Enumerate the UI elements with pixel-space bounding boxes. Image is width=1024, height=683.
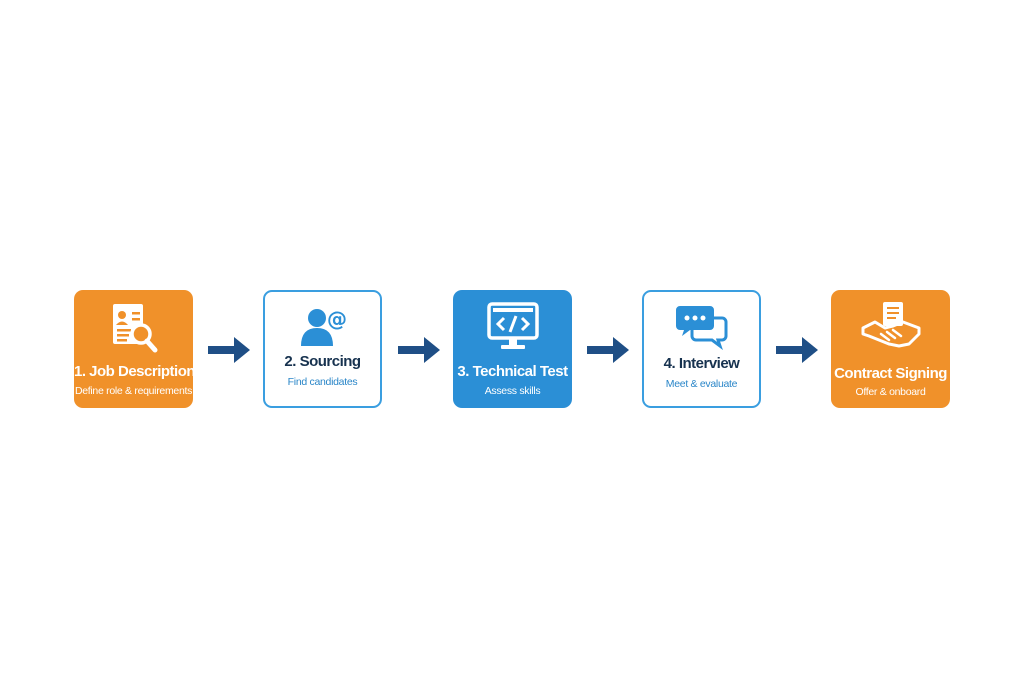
resume-search-icon <box>112 304 157 353</box>
step-subtitle: Find candidates <box>287 376 358 388</box>
step-job-description: 1. Job Description Define role & require… <box>74 290 196 408</box>
step-contract-signing: Contract Signing Offer & onboard <box>831 290 950 408</box>
step-title: 1. Job Description <box>74 363 196 380</box>
step-title: 3. Technical Test <box>457 363 568 380</box>
step-title: 2. Sourcing <box>284 353 361 370</box>
chat-bubbles-icon <box>675 306 727 350</box>
svg-text:@: @ <box>327 307 347 331</box>
arrow-right-icon <box>776 337 818 363</box>
step-sourcing: @ 2. Sourcing Find candidates <box>263 290 382 408</box>
arrow-right-icon <box>587 337 629 363</box>
handshake-document-icon <box>861 302 920 348</box>
step-technical-test: 3. Technical Test Assess skills <box>453 290 572 408</box>
step-interview: 4. Interview Meet & evaluate <box>642 290 761 408</box>
step-subtitle: Meet & evaluate <box>665 378 738 390</box>
step-subtitle: Assess skills <box>484 385 541 397</box>
step-title: 4. Interview <box>663 355 740 372</box>
step-subtitle: Define role & requirements <box>74 385 193 397</box>
step-subtitle: Offer & onboard <box>855 386 926 398</box>
code-monitor-icon <box>486 302 539 349</box>
arrow-right-icon <box>398 337 440 363</box>
step-title: Contract Signing <box>834 365 947 382</box>
user-at-icon: @ <box>300 307 347 346</box>
arrow-right-icon <box>208 337 250 363</box>
